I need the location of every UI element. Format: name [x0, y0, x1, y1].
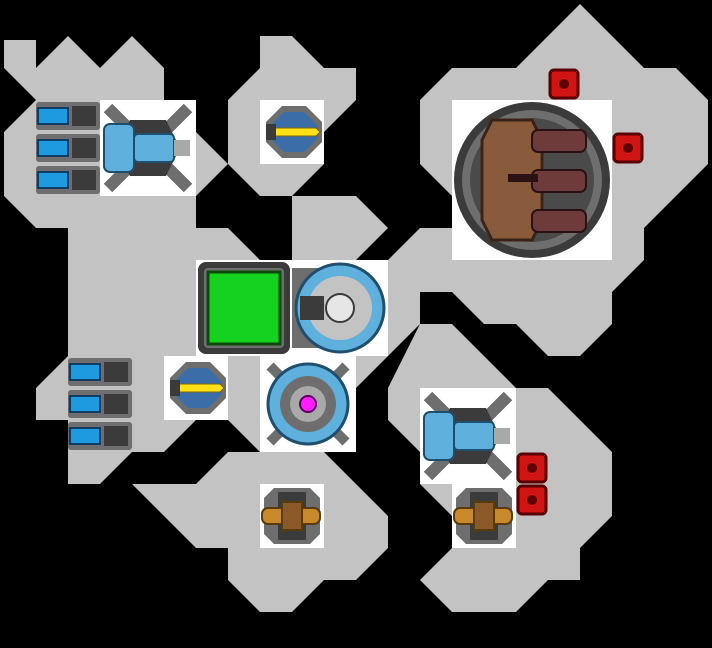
battery-bank-icon: [36, 102, 100, 194]
thruster-top[interactable]: [260, 100, 324, 164]
thruster-mid[interactable]: [164, 356, 228, 420]
cooling-reactor-bottom[interactable]: [420, 388, 516, 484]
laser-emitter-left[interactable]: [260, 484, 324, 548]
battery-bank-left-top[interactable]: [36, 100, 100, 196]
alert-light-3[interactable]: [516, 452, 548, 484]
power-core[interactable]: [260, 356, 356, 452]
laser-emitter-right[interactable]: [452, 484, 516, 548]
dome-sensor[interactable]: [292, 260, 388, 356]
cooling-reactor-top[interactable]: [100, 100, 196, 196]
thruster-icon: [170, 362, 226, 414]
cooling-reactor-icon: [423, 391, 513, 481]
alert-light-1[interactable]: [548, 68, 580, 100]
alert-light-icon: [548, 68, 580, 100]
thruster-icon: [266, 106, 322, 158]
power-core-icon: [266, 362, 350, 446]
alert-light-icon: [612, 132, 644, 164]
cannon-turret-icon: [454, 102, 610, 258]
shield-generator-icon: [198, 262, 290, 354]
alert-light-icon: [516, 484, 548, 516]
alert-light-4[interactable]: [516, 484, 548, 516]
dome-sensor-icon: [292, 262, 386, 354]
battery-bank-icon: [68, 358, 132, 450]
shield-generator[interactable]: [196, 260, 292, 356]
laser-emitter-icon: [453, 488, 513, 544]
cooling-reactor-icon: [103, 103, 193, 193]
battery-bank-left-mid[interactable]: [68, 356, 132, 452]
laser-emitter-icon: [261, 488, 321, 544]
alert-light-icon: [516, 452, 548, 484]
triple-cannon-turret[interactable]: [452, 100, 612, 260]
alert-light-2[interactable]: [612, 132, 644, 164]
